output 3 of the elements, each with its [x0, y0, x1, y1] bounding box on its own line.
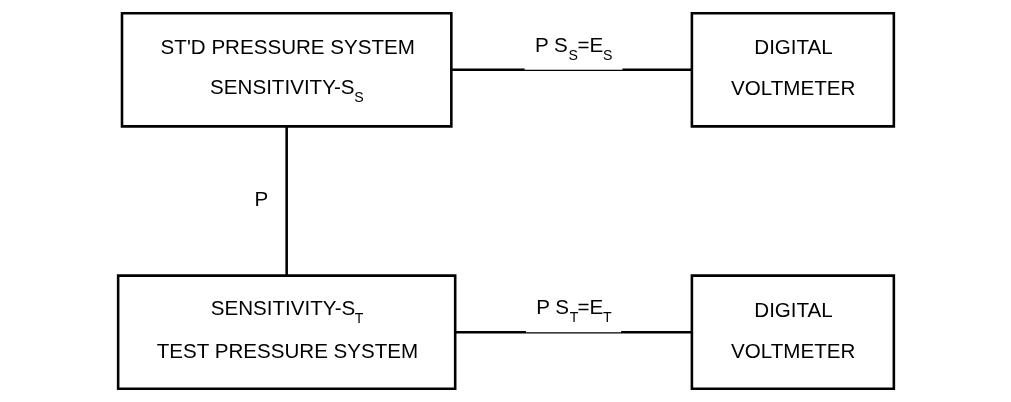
edge-label: P S$_{S}$=E$_{S}$ — [534, 32, 613, 63]
edge-label: P — [254, 186, 268, 210]
edge-label: P S$_{T}$=E$_{T}$ — [535, 294, 612, 325]
